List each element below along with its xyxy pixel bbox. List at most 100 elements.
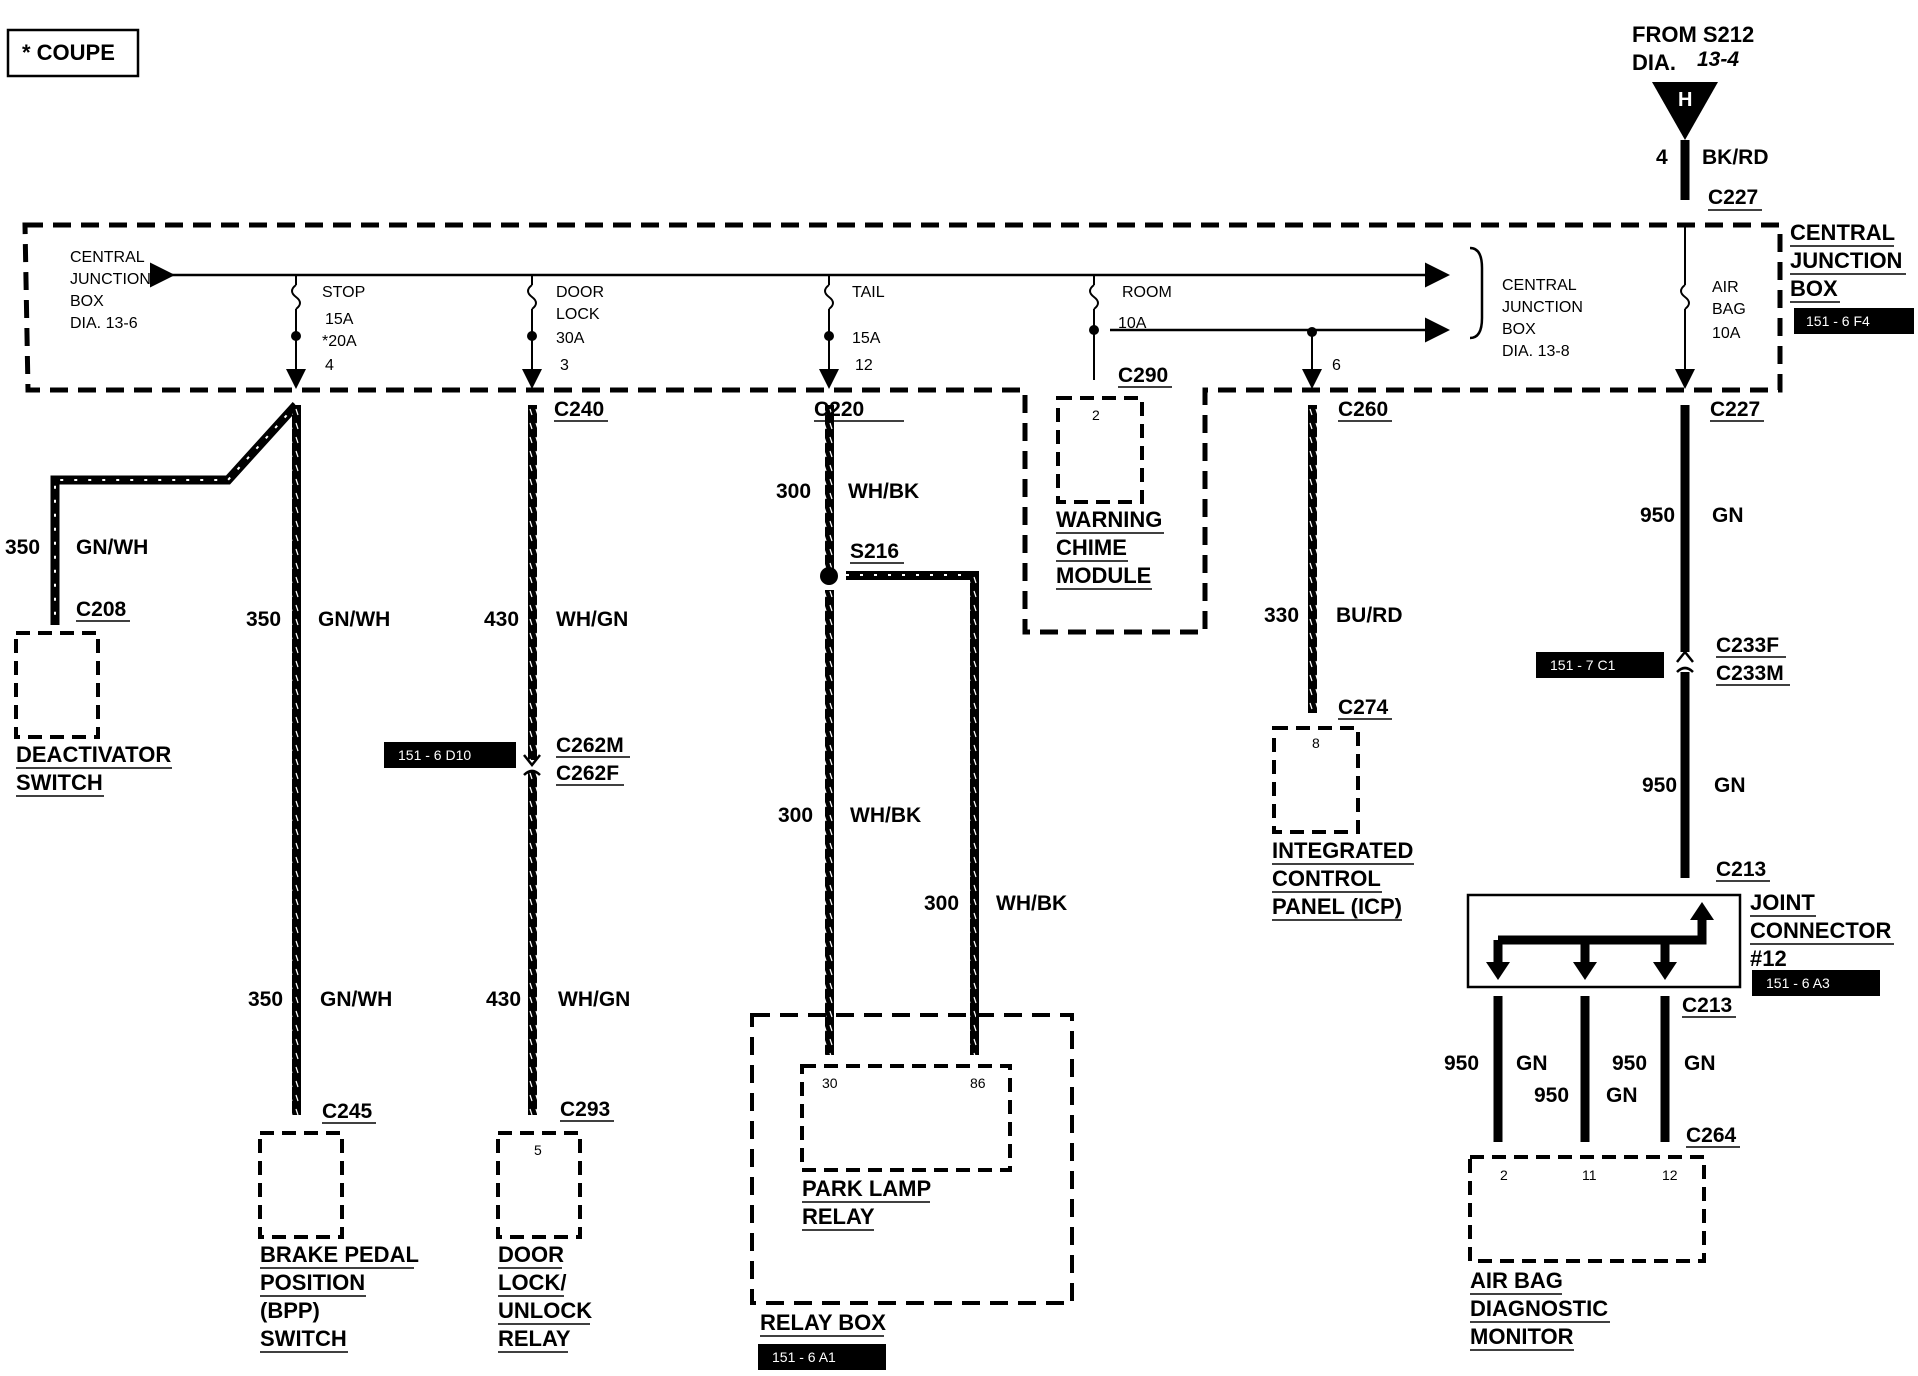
svg-text:11: 11 bbox=[1582, 1167, 1597, 1183]
park-lamp-relay: 30 86 PARK LAMP RELAY bbox=[800, 1064, 1012, 1231]
svg-text:BAG: BAG bbox=[1712, 301, 1746, 318]
wires-diag-monitor bbox=[1493, 996, 1670, 1142]
svg-text:30A: 30A bbox=[556, 330, 585, 347]
wire-air-bag bbox=[1676, 405, 1694, 878]
svg-text:C264: C264 bbox=[1686, 1124, 1737, 1147]
svg-text:C233M: C233M bbox=[1716, 662, 1784, 685]
svg-text:15A: 15A bbox=[325, 311, 354, 328]
cjb-left-ref: CENTRAL JUNCTION BOX DIA. 13-6 bbox=[70, 249, 151, 332]
svg-text:6: 6 bbox=[1332, 357, 1341, 374]
svg-text:DIA.: DIA. bbox=[1632, 50, 1676, 75]
deactivator-switch: DEACTIVATOR SWITCH bbox=[14, 631, 172, 797]
svg-text:WH/GN: WH/GN bbox=[558, 988, 630, 1011]
svg-text:WH/BK: WH/BK bbox=[996, 892, 1067, 915]
svg-text:300: 300 bbox=[924, 892, 959, 915]
wire-label-diag3: 950 GN bbox=[1612, 1052, 1716, 1075]
svg-text:151 - 7 C1: 151 - 7 C1 bbox=[1550, 657, 1616, 673]
svg-text:BOX: BOX bbox=[70, 293, 104, 310]
svg-text:DOOR: DOOR bbox=[556, 284, 604, 301]
door-lock-unlock-relay: 5 DOOR LOCK/ UNLOCK RELAY bbox=[496, 1131, 592, 1353]
svg-text:300: 300 bbox=[778, 804, 813, 827]
svg-text:GN: GN bbox=[1712, 504, 1744, 527]
svg-text:151 - 6 A1: 151 - 6 A1 bbox=[772, 1349, 836, 1365]
svg-text:C213: C213 bbox=[1716, 858, 1766, 881]
tag-c233: 151 - 7 C1 bbox=[1536, 652, 1664, 678]
svg-text:C245: C245 bbox=[322, 1100, 373, 1123]
svg-text:GN: GN bbox=[1606, 1084, 1638, 1107]
wire-label-room: 330 BU/RD bbox=[1264, 604, 1403, 627]
svg-text:AIR BAG: AIR BAG bbox=[1470, 1268, 1563, 1293]
wire-label-stop-mid: 350 GN/WH bbox=[246, 608, 390, 631]
svg-text:30: 30 bbox=[822, 1075, 838, 1091]
svg-text:SWITCH: SWITCH bbox=[16, 770, 103, 795]
cjb-right-ref: CENTRAL JUNCTION BOX DIA. 13-8 bbox=[1502, 277, 1583, 360]
svg-text:WARNING: WARNING bbox=[1056, 507, 1162, 532]
svg-text:WH/GN: WH/GN bbox=[556, 608, 628, 631]
fuse-stop: STOP 15A *20A 4 bbox=[286, 275, 365, 389]
svg-text:GN/WH: GN/WH bbox=[320, 988, 392, 1011]
svg-text:C293: C293 bbox=[560, 1098, 610, 1121]
fuse-air-bag: AIR BAG 10A bbox=[1675, 225, 1746, 389]
svg-text:151 - 6 A3: 151 - 6 A3 bbox=[1766, 975, 1830, 991]
svg-text:430: 430 bbox=[486, 988, 521, 1011]
svg-text:C227: C227 bbox=[1710, 398, 1760, 421]
svg-text:GN: GN bbox=[1714, 774, 1746, 797]
svg-text:12: 12 bbox=[855, 357, 873, 374]
svg-text:13-4: 13-4 bbox=[1697, 48, 1739, 71]
svg-text:#12: #12 bbox=[1750, 946, 1787, 971]
svg-text:*20A: *20A bbox=[322, 333, 357, 350]
svg-text:950: 950 bbox=[1444, 1052, 1479, 1075]
svg-text:151 - 6 D10: 151 - 6 D10 bbox=[398, 747, 471, 763]
svg-text:LOCK: LOCK bbox=[556, 306, 600, 323]
svg-text:DIA. 13-6: DIA. 13-6 bbox=[70, 315, 138, 332]
wire-stop-circuit bbox=[50, 401, 301, 1115]
svg-text:CENTRAL: CENTRAL bbox=[70, 249, 145, 266]
svg-text:ROOM: ROOM bbox=[1122, 284, 1172, 301]
svg-text:INTEGRATED: INTEGRATED bbox=[1272, 838, 1413, 863]
svg-text:300: 300 bbox=[776, 480, 811, 503]
svg-text:BOX: BOX bbox=[1790, 276, 1838, 301]
central-junction-box bbox=[22, 222, 1783, 635]
svg-text:430: 430 bbox=[484, 608, 519, 631]
relay-box: RELAY BOX 151 - 6 A1 bbox=[750, 1013, 1074, 1370]
svg-text:PANEL (ICP): PANEL (ICP) bbox=[1272, 894, 1402, 919]
svg-text:C233F: C233F bbox=[1716, 634, 1779, 657]
wire-label-diag1: 950 GN bbox=[1444, 1052, 1548, 1075]
wire-label-door-low: 430 WH/GN bbox=[486, 988, 630, 1011]
warning-chime-module: C290 2 WARNING CHIME MODULE bbox=[1056, 364, 1172, 590]
svg-text:WH/BK: WH/BK bbox=[848, 480, 919, 503]
svg-text:RELAY: RELAY bbox=[802, 1204, 875, 1229]
svg-text:WH/BK: WH/BK bbox=[850, 804, 921, 827]
svg-text:C227: C227 bbox=[1708, 186, 1758, 209]
wire-room bbox=[1308, 405, 1317, 713]
svg-text:C208: C208 bbox=[76, 598, 127, 621]
svg-text:H: H bbox=[1678, 89, 1692, 111]
svg-text:CONTROL: CONTROL bbox=[1272, 866, 1381, 891]
svg-text:UNLOCK: UNLOCK bbox=[498, 1298, 592, 1323]
svg-text:JUNCTION: JUNCTION bbox=[1790, 248, 1902, 273]
svg-text:2: 2 bbox=[1092, 407, 1100, 423]
svg-text:GN: GN bbox=[1684, 1052, 1716, 1075]
svg-text:BRAKE PEDAL: BRAKE PEDAL bbox=[260, 1242, 419, 1267]
fuse-door-lock: DOOR LOCK 30A 3 bbox=[522, 275, 604, 389]
svg-text:10A: 10A bbox=[1712, 325, 1741, 342]
svg-text:4: 4 bbox=[1656, 146, 1668, 169]
svg-text:JUNCTION: JUNCTION bbox=[1502, 299, 1583, 316]
svg-text:BK/RD: BK/RD bbox=[1702, 146, 1769, 169]
tag-c262: 151 - 6 D10 bbox=[384, 742, 516, 768]
wire-label-diag2: 950 GN bbox=[1534, 1084, 1638, 1107]
svg-text:CENTRAL: CENTRAL bbox=[1502, 277, 1577, 294]
svg-text:SWITCH: SWITCH bbox=[260, 1326, 347, 1351]
svg-text:350: 350 bbox=[248, 988, 283, 1011]
svg-text:* COUPE: * COUPE bbox=[22, 40, 115, 65]
svg-text:MODULE: MODULE bbox=[1056, 563, 1151, 588]
svg-text:POSITION: POSITION bbox=[260, 1270, 365, 1295]
svg-text:C213: C213 bbox=[1682, 994, 1732, 1017]
svg-text:BU/RD: BU/RD bbox=[1336, 604, 1403, 627]
wire-label-airbag-mid: 950 GN bbox=[1642, 774, 1746, 797]
svg-text:5: 5 bbox=[534, 1142, 542, 1158]
wire-label-tail-branch: 300 WH/BK bbox=[924, 892, 1067, 915]
svg-text:CENTRAL: CENTRAL bbox=[1790, 220, 1895, 245]
fuse-tail: TAIL 15A 12 bbox=[819, 275, 885, 389]
svg-text:DEACTIVATOR: DEACTIVATOR bbox=[16, 742, 171, 767]
